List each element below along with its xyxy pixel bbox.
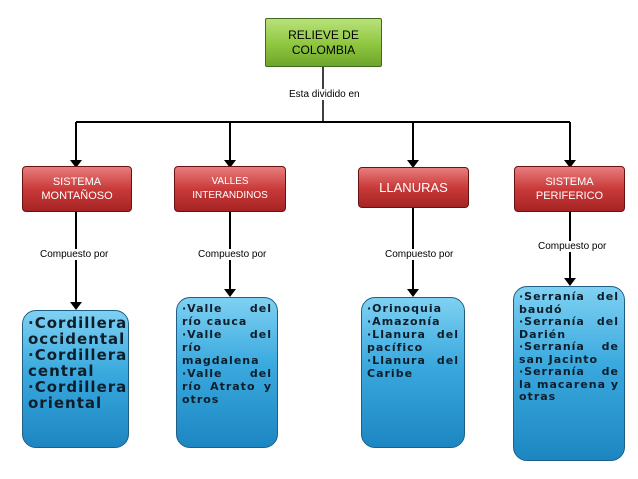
list-item: ·Serranía del Darién [519, 315, 619, 341]
connector-label: Esta dividido en [288, 89, 361, 100]
relation-label-0: Compuesto por [39, 249, 110, 260]
items-box-valles-interandinos: ·Valle del río cauca ·Valle del río magd… [176, 297, 278, 448]
root-title: RELIEVE DE COLOMBIA [288, 27, 359, 57]
list-item: ·Valle del río Atrato y otros [182, 367, 272, 406]
category-valles-interandinos: VALLES INTERANDINOS [174, 166, 286, 212]
list-item: ·Llanura del Caribe [367, 354, 459, 380]
category-sistema-montanoso: SISTEMA MONTAÑOSO [22, 166, 132, 212]
list-item: ·Llanura del pacífico [367, 328, 459, 354]
relation-label-2: Compuesto por [384, 249, 455, 260]
items-box-sistema-periferico: ·Serranía del baudó ·Serranía del Darién… [513, 286, 625, 461]
items-box-sistema-montanoso: ·Cordillera occidental ·Cordillera centr… [22, 310, 129, 448]
list-item: ·Serranía de san Jacinto [519, 340, 619, 366]
category-sistema-periferico: SISTEMA PERIFERICO [514, 166, 625, 212]
category-llanuras: LLANURAS [358, 167, 469, 208]
items-box-llanuras: ·Orinoquia ·Amazonía ·Llanura del pacífi… [361, 297, 465, 448]
relation-label-1: Compuesto por [197, 249, 268, 260]
category-label: SISTEMA PERIFERICO [535, 176, 604, 202]
list-item: ·Valle del río cauca [182, 302, 272, 328]
list-item: ·Amazonía [367, 315, 441, 328]
category-label: VALLES INTERANDINOS [192, 176, 268, 201]
list-item: ·Cordillera central [28, 346, 128, 380]
list-item: ·Valle del río magdalena [182, 328, 272, 367]
root-node: RELIEVE DE COLOMBIA [265, 18, 382, 67]
list-item: ·Cordillera occidental [28, 314, 128, 348]
list-item: ·Cordillera oriental [28, 378, 128, 412]
list-item: ·Orinoquia [367, 302, 443, 315]
category-label: LLANURAS [379, 179, 448, 195]
relation-label-3: Compuesto por [537, 241, 608, 252]
list-item: ·Serranía del baudó [519, 290, 619, 316]
category-label: SISTEMA MONTAÑOSO [41, 176, 113, 202]
list-item: ·Serranía de la macarena y otras [519, 365, 619, 403]
